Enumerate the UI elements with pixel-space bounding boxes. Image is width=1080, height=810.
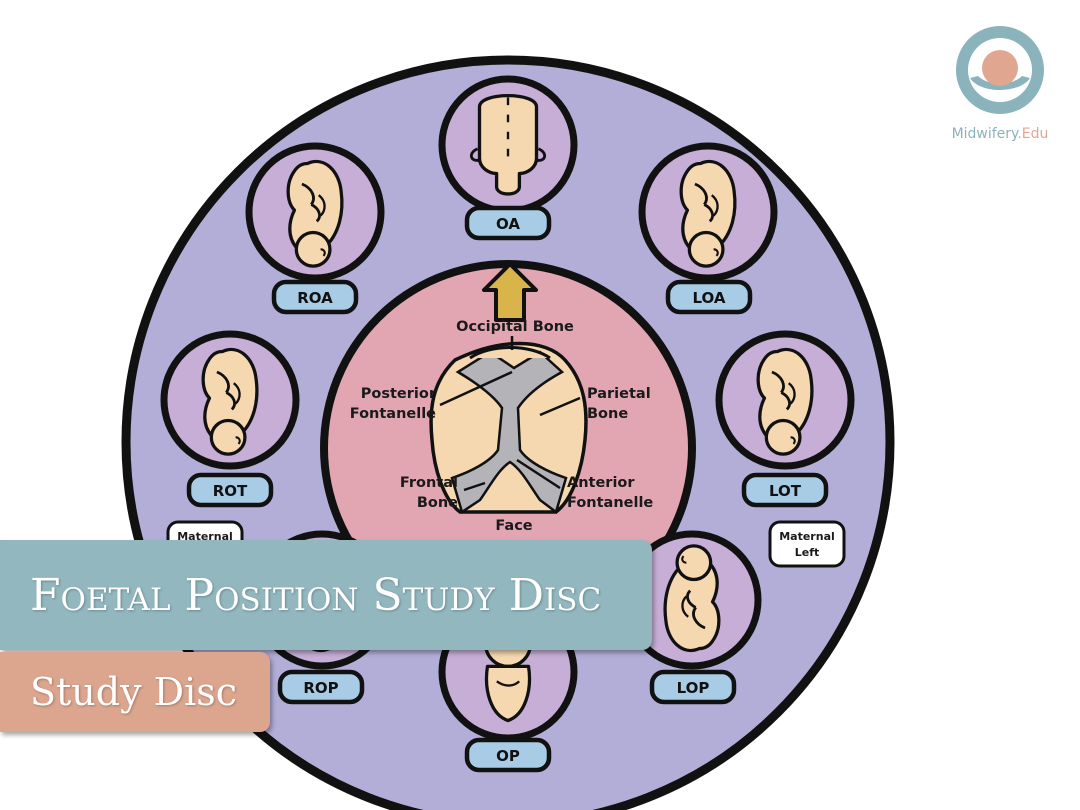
banner-title: Foetal Position Study Disc	[30, 569, 602, 621]
pointer-lines	[439, 336, 581, 492]
title-banner: Foetal Position Study Disc	[0, 540, 652, 650]
position-loa: LOA	[638, 142, 778, 315]
label-parietal-2: Bone	[587, 406, 628, 422]
label-lop: LOP	[677, 679, 710, 697]
maternal-left-tag: Maternal Left	[768, 520, 846, 568]
label-frontal-1: Frontal	[400, 475, 458, 491]
position-roa: ROA	[245, 142, 385, 315]
label-rop: ROP	[303, 679, 338, 697]
label-op: OP	[496, 747, 520, 765]
label-lot: LOT	[769, 482, 802, 500]
label-face: Face	[495, 518, 532, 534]
label-parietal-1: Parietal	[587, 386, 651, 402]
label-oa: OA	[496, 215, 520, 233]
label-anterior-2: Fontanelle	[567, 495, 653, 511]
midwifery-logo: Midwifery.Edu	[940, 20, 1060, 142]
label-rot: ROT	[213, 482, 248, 500]
direction-arrow-icon	[482, 262, 538, 322]
position-oa: OA	[438, 75, 578, 241]
banner-subtitle: Study Disc	[30, 670, 238, 714]
logo-mark-icon	[956, 26, 1044, 114]
label-posterior-2: Fontanelle	[350, 406, 436, 422]
maternal-left-1: Maternal	[779, 530, 835, 543]
label-roa: ROA	[297, 289, 333, 307]
position-rot: ROT	[160, 330, 300, 508]
logo-text: Midwifery.Edu	[951, 126, 1049, 142]
maternal-left-2: Left	[795, 546, 820, 559]
label-frontal-2: Bone	[417, 495, 458, 511]
label-posterior-1: Posterior	[361, 386, 437, 402]
label-anterior-1: Anterior	[567, 475, 635, 491]
label-loa: LOA	[693, 289, 726, 307]
position-lot: LOT	[715, 330, 855, 508]
subtitle-banner: Study Disc	[0, 652, 270, 732]
maternal-right-1: Maternal	[177, 530, 233, 543]
position-lop: LOP	[622, 530, 762, 705]
label-occipital-bone: Occipital Bone	[456, 319, 574, 335]
